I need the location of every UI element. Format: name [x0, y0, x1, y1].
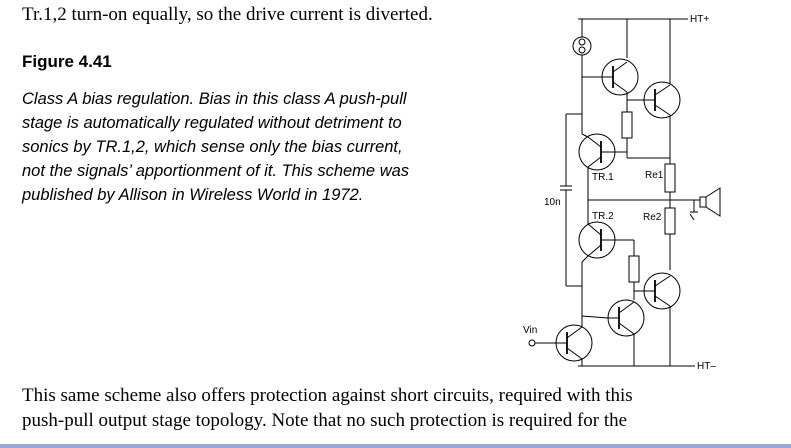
label-vin: Vin: [523, 325, 537, 336]
wire: [581, 315, 609, 319]
current-source-icon: [572, 36, 592, 56]
label-re1: Re1: [645, 170, 664, 181]
body-text-top-line: Tr.1,2 turn-on equally, so the drive cur…: [22, 4, 433, 25]
caption-line: published by Allison in Wireless World i…: [22, 186, 364, 204]
resistor-re2-icon: [664, 207, 676, 235]
resistor-re1-icon: [664, 163, 676, 193]
speaker-icon: [699, 196, 707, 208]
resistor-icon: [621, 111, 633, 139]
figure-title: Figure 4.41: [22, 52, 112, 71]
label-tr2: TR.2: [592, 211, 614, 222]
label-tr1: TR.1: [592, 172, 614, 183]
caption-line: sonics by TR.1,2, which sense only the b…: [22, 138, 403, 156]
caption-line: not the signals’ apportionment of it. Th…: [22, 162, 410, 180]
figure-caption: Class A bias regulation. Bias in this cl…: [22, 87, 409, 207]
label-cap: 10n: [544, 197, 561, 208]
label-re2: Re2: [643, 212, 662, 223]
page-divider-bar: [0, 444, 791, 448]
resistor-icon: [628, 255, 640, 283]
label-ht-minus: HT–: [697, 361, 716, 372]
caption-line: Class A bias regulation. Bias in this cl…: [22, 90, 407, 108]
label-ht-plus: HT+: [690, 14, 709, 25]
caption-line: stage is automatically regulated without…: [22, 114, 402, 132]
wire: [581, 255, 589, 263]
input-terminal-icon: [528, 339, 536, 347]
circuit-schematic: HT+ HT– TR.1: [523, 14, 721, 372]
body-text-line: This same scheme also offers protection …: [22, 385, 633, 406]
body-text-line: push-pull output stage topology. Note th…: [22, 410, 628, 431]
wire: [581, 133, 589, 138]
